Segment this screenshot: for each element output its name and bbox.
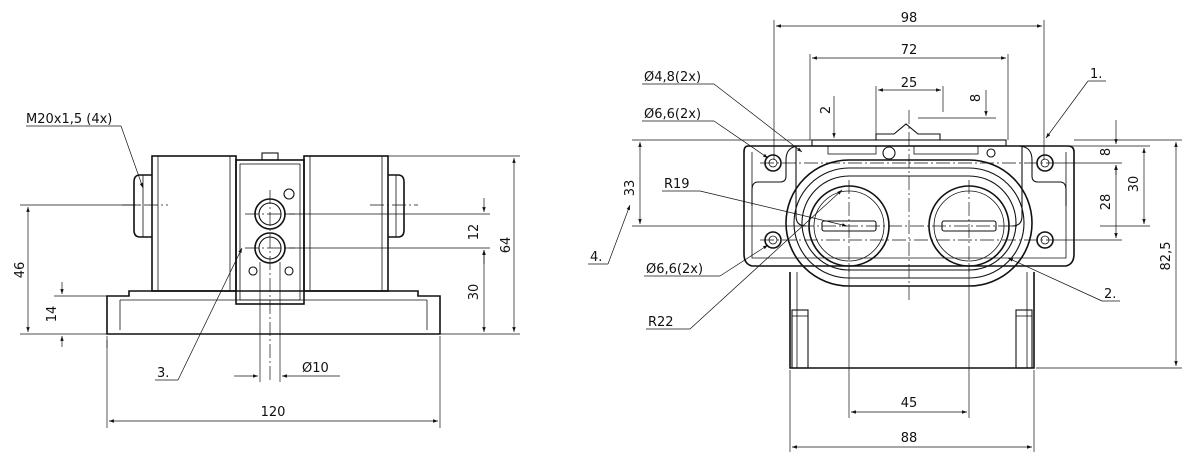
callout-2: 2. (1104, 287, 1116, 302)
dim-2-label: 2 (819, 106, 834, 114)
dim-33-label: 33 (623, 180, 638, 197)
base-plate (106, 290, 441, 335)
dim-30-label: 30 (1127, 176, 1142, 193)
lower-housing (789, 272, 1035, 369)
left-cable-gland (133, 174, 152, 238)
dim-dia10-label: Ø10 (302, 361, 329, 376)
callout-3: 3. (157, 366, 169, 381)
dim-72-label: 72 (901, 43, 918, 58)
dim-12-label: 12 (467, 224, 482, 241)
dim-82-5-label: 82,5 (1159, 242, 1174, 271)
left-housing (151, 155, 237, 292)
callout-1: 1. (1090, 67, 1102, 82)
dim-28-label: 28 (1099, 194, 1114, 211)
right-housing (303, 155, 389, 292)
dim-45-label: 45 (901, 396, 918, 411)
radius-19-label: R19 (664, 177, 690, 192)
dim-30-label: 30 (467, 284, 482, 301)
callout-4: 4. (590, 250, 602, 265)
hole-66-bottom-label: Ø6,6(2x) (646, 262, 703, 277)
hole-66-top-label: Ø6,6(2x) (644, 107, 701, 122)
left-view: 120 Ø10 64 12 30 46 14 M20x1,5 (4x) (13, 112, 520, 428)
left-clip (751, 145, 801, 206)
dim-120-label: 120 (261, 405, 286, 420)
dim-8-right-label: 8 (1099, 148, 1114, 156)
dim-25-label: 25 (901, 76, 918, 91)
dim-64-label: 64 (499, 237, 514, 254)
right-cable-gland (388, 174, 405, 238)
dim-88-label: 88 (901, 431, 918, 446)
thread-label: M20x1,5 (4x) (26, 112, 112, 127)
right-view: 98 72 25 2 8 8 28 30 82,5 (588, 11, 1182, 452)
dim-98-label: 98 (901, 11, 918, 26)
dim-46-label: 46 (13, 262, 28, 279)
dim-14-label: 14 (45, 306, 60, 323)
right-clip (1017, 145, 1067, 206)
hole-48-label: Ø4,8(2x) (644, 70, 701, 85)
dim-8-top-label: 8 (969, 94, 984, 102)
mounting-flange (743, 145, 1075, 267)
radius-22-label: R22 (648, 315, 674, 330)
